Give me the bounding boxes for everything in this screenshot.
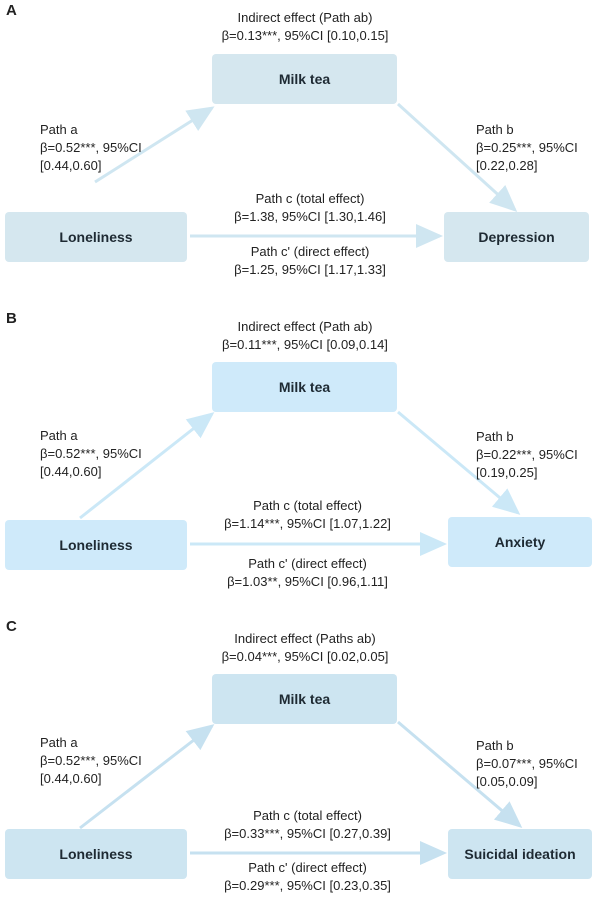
indirect-effect-stats: β=0.13***, 95%CI [0.10,0.15] <box>221 28 389 43</box>
mediator-box: Milk tea <box>212 54 397 104</box>
path-c-prime-label: Path c' (direct effect) β=1.25, 95%CI [1… <box>234 244 386 277</box>
predictor-label: Loneliness <box>59 537 133 553</box>
panel-a: A Indirect effect (Path ab) β=0.13***, 9… <box>0 0 600 300</box>
indirect-effect-label: Indirect effect (Path ab) β=0.13***, 95%… <box>190 9 420 45</box>
outcome-box: Depression <box>444 212 589 262</box>
indirect-effect-title: Indirect effect (Path ab) <box>237 10 373 25</box>
predictor-box: Loneliness <box>5 520 187 570</box>
predictor-label: Loneliness <box>59 229 133 245</box>
path-a-label: Path a β=0.52***, 95%CI [0.44,0.60] <box>40 428 142 479</box>
outcome-box: Suicidal ideation <box>448 829 592 879</box>
path-b-label: Path b β=0.25***, 95%CI [0.22,0.28] <box>476 122 578 173</box>
arrow-path-b <box>397 410 521 515</box>
path-c-prime-label: Path c' (direct effect) β=0.29***, 95%CI… <box>224 860 391 893</box>
mediator-box: Milk tea <box>212 362 397 412</box>
panel-c-arrows <box>79 720 523 865</box>
indirect-effect-title: Indirect effect (Paths ab) <box>234 631 376 646</box>
indirect-effect-label: Indirect effect (Paths ab) β=0.04***, 95… <box>190 630 420 666</box>
mediator-label: Milk tea <box>278 71 331 87</box>
panel-b: B Indirect effect (Path ab) β=0.11***, 9… <box>0 308 600 608</box>
panel-letter: C <box>6 618 17 635</box>
arrow-path-b <box>396 102 518 213</box>
indirect-effect-stats: β=0.11***, 95%CI [0.09,0.14] <box>222 337 388 352</box>
outcome-label: Anxiety <box>494 534 546 550</box>
outcome-label: Suicidal ideation <box>464 846 576 862</box>
panel-b-arrows <box>79 410 521 556</box>
path-b-label: Path b β=0.22***, 95%CI [0.19,0.25] <box>476 429 578 480</box>
arrow-path-a <box>94 106 215 184</box>
mediator-label: Milk tea <box>278 691 331 707</box>
path-a-label: Path a β=0.52***, 95%CI [0.44,0.60] <box>40 735 142 786</box>
mediator-label: Milk tea <box>278 379 331 395</box>
path-c-label: Path c (total effect) β=1.38, 95%CI [1.3… <box>234 191 386 224</box>
outcome-label: Depression <box>478 229 555 245</box>
path-a-label: Path a β=0.52***, 95%CI [0.44,0.60] <box>40 122 142 173</box>
panel-c: C Indirect effect (Paths ab) β=0.04***, … <box>0 616 600 916</box>
panel-a-arrows <box>94 102 518 248</box>
indirect-effect-label: Indirect effect (Path ab) β=0.11***, 95%… <box>190 318 420 354</box>
mediator-box: Milk tea <box>212 674 397 724</box>
path-c-prime-label: Path c' (direct effect) β=1.03**, 95%CI … <box>227 556 388 589</box>
panel-letter: B <box>6 310 17 327</box>
path-c-label: Path c (total effect) β=0.33***, 95%CI [… <box>224 808 391 841</box>
indirect-effect-stats: β=0.04***, 95%CI [0.02,0.05] <box>221 649 389 664</box>
arrow-path-a <box>79 724 215 830</box>
outcome-box: Anxiety <box>448 517 592 567</box>
indirect-effect-title: Indirect effect (Path ab) <box>237 319 373 334</box>
arrow-path-b <box>397 720 523 828</box>
panel-letter: A <box>6 2 17 19</box>
predictor-box: Loneliness <box>5 829 187 879</box>
path-b-label: Path b β=0.07***, 95%CI [0.05,0.09] <box>476 738 578 789</box>
predictor-label: Loneliness <box>59 846 133 862</box>
path-c-label: Path c (total effect) β=1.14***, 95%CI [… <box>224 498 391 531</box>
predictor-box: Loneliness <box>5 212 187 262</box>
arrow-path-a <box>79 412 215 520</box>
